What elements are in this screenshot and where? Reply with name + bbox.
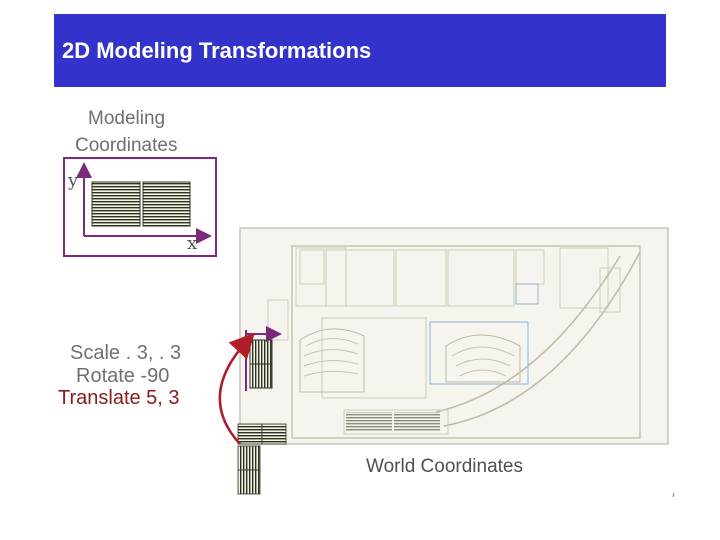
intermediate-objects: [237, 423, 287, 495]
model-object-left: [91, 181, 141, 227]
axis-x-label: x: [187, 233, 198, 254]
world-floor-plan: [239, 227, 669, 445]
translate-text: Translate 5, 3: [58, 387, 180, 409]
axis-y-label: y: [68, 170, 79, 191]
modeling-label-line2: Coordinates: [75, 135, 178, 156]
world-coordinates-label: World Coordinates: [366, 456, 524, 477]
rotate-text: Rotate -90: [76, 365, 170, 387]
title-bar: 2D Modeling Transformations: [54, 14, 666, 87]
modeling-coordinates-box: [63, 157, 217, 257]
transform-arrow: [218, 332, 255, 445]
model-object-right: [142, 181, 191, 227]
scale-text: Scale . 3, . 3: [70, 342, 182, 364]
slide-title: 2D Modeling Transformations: [62, 38, 372, 63]
slide-mark: [672, 492, 675, 498]
modeling-label-line1: Modeling: [88, 108, 166, 129]
